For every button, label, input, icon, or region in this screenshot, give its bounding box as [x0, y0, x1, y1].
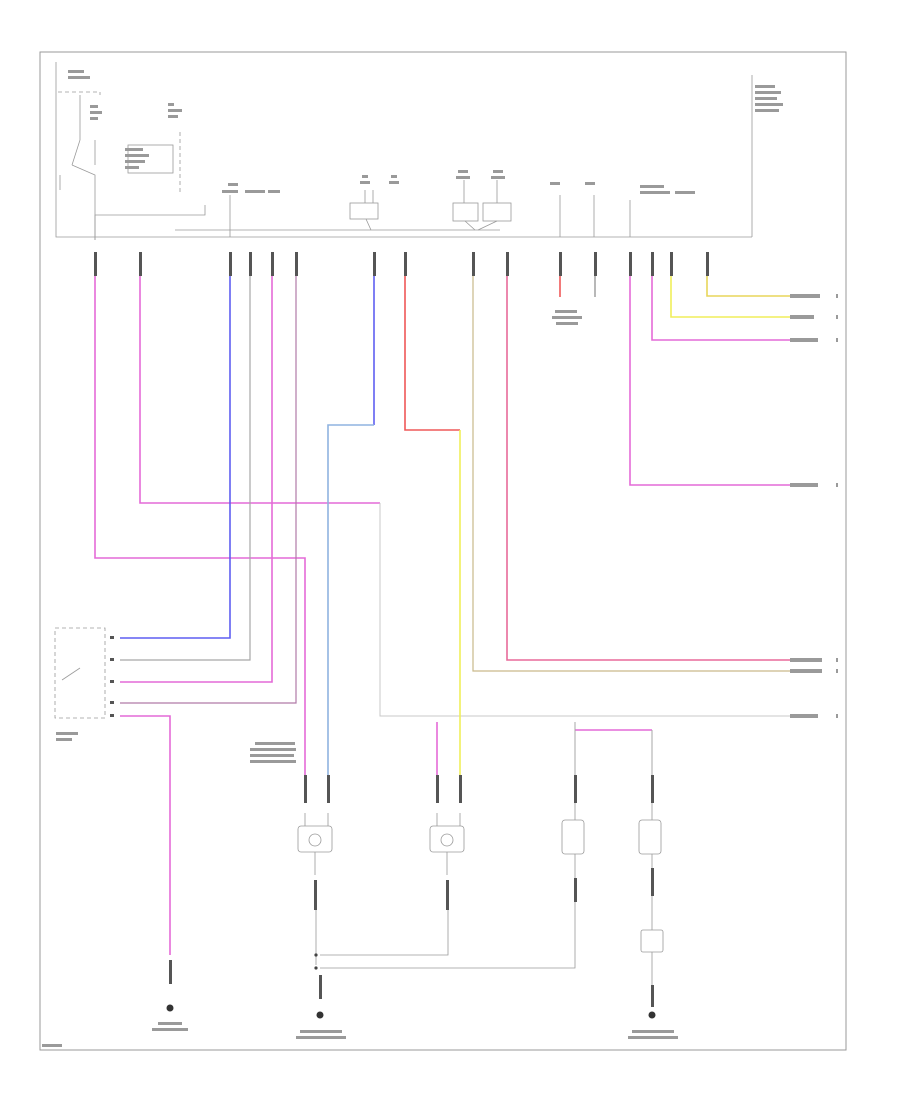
page-marker	[42, 1044, 62, 1047]
wire-yellow-2	[670, 276, 790, 318]
relay-coil-boxes	[349, 180, 631, 237]
wire-grey-2	[120, 276, 297, 704]
wire-pink-ground	[120, 715, 171, 955]
wire-pink-3	[120, 276, 273, 683]
module-label-marks	[68, 70, 783, 325]
wire-grey-5	[574, 722, 653, 775]
wire-lightblue-1	[327, 424, 374, 775]
fog-lamp-left	[638, 775, 664, 1007]
wire-pink-4	[629, 276, 790, 486]
wire-red-1	[404, 276, 460, 431]
wire-pinkred-1	[506, 276, 790, 661]
wire-blue-1	[120, 276, 231, 639]
control-module	[55, 62, 753, 240]
fog-lamp-right	[320, 775, 585, 969]
relay-switch	[59, 95, 174, 240]
lamp-bulb-icon	[308, 833, 322, 847]
wire-yellow-3	[706, 276, 790, 297]
headlamp-switch	[54, 627, 114, 741]
wire-pink-2	[139, 276, 380, 504]
wire-pink-5	[651, 276, 790, 341]
left-headlamp	[250, 742, 333, 965]
wire-end-labels	[790, 294, 838, 718]
wire-pink-1	[94, 276, 306, 775]
module-connector-pins	[94, 252, 709, 276]
wire-grey-1	[120, 276, 251, 661]
right-headlamp	[320, 775, 465, 956]
wire-grey-3	[379, 503, 790, 717]
wire-tan-1	[472, 276, 790, 672]
ground-symbol-icon	[152, 960, 678, 1039]
splice-points	[314, 953, 318, 970]
diagram-frame	[39, 51, 847, 1051]
